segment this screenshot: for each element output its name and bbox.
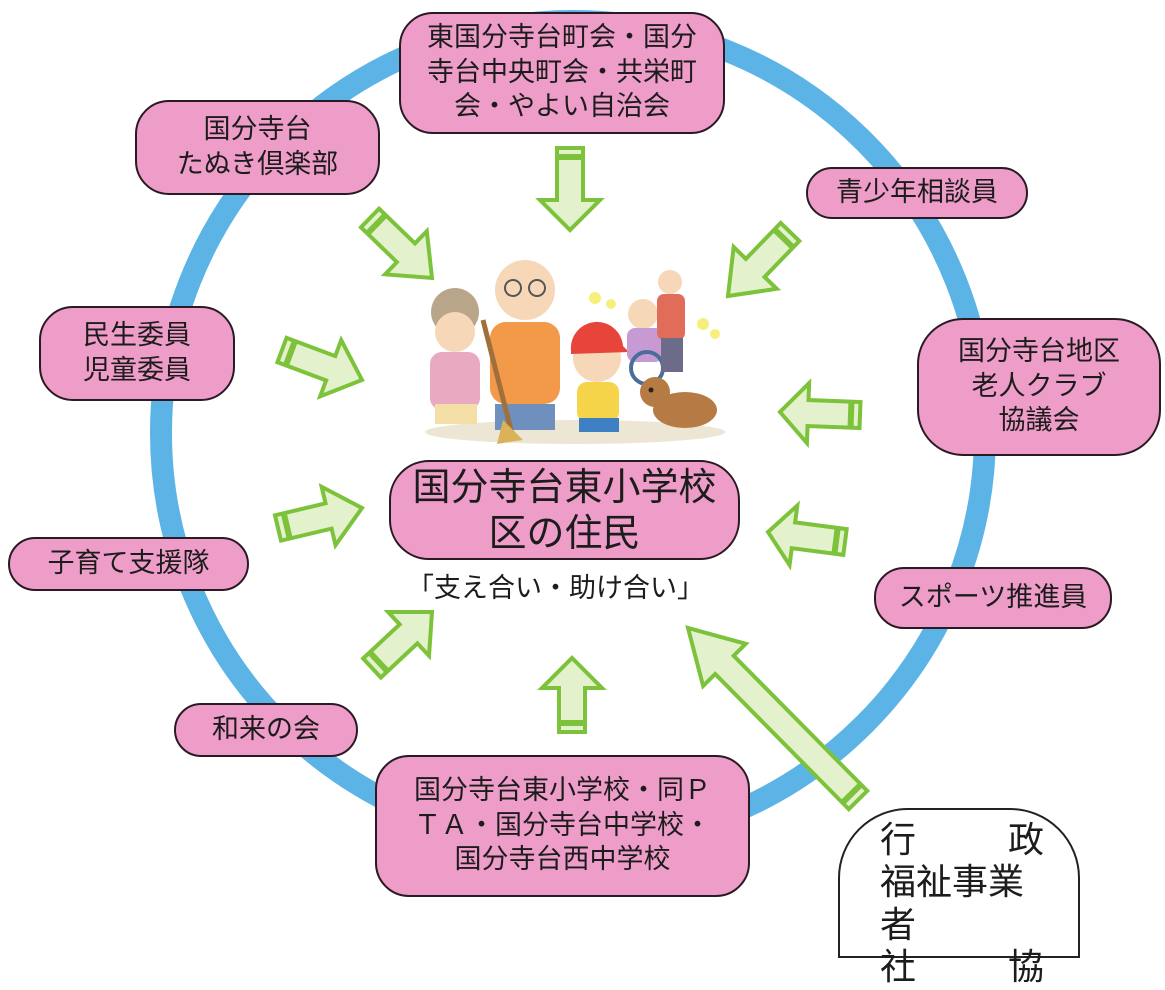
arrow-from-welfare-commissioners [274, 335, 365, 400]
arrow-from-administration-tail-band [840, 782, 864, 805]
admin-text: 協 [1007, 947, 1044, 989]
arrow-from-childcare-support-tail-band [280, 512, 293, 540]
arrow-from-tanuki-club-tail-band [365, 212, 388, 236]
node-schools: 国分寺台東小学校・同Ｐ ＴＡ・国分寺台中学校・ 国分寺台西中学校 [375, 755, 750, 897]
admin-line-1: 行 政 [880, 820, 1044, 862]
arrow-from-welfare-commissioners-shape [274, 335, 365, 400]
node-town-associations: 東国分寺台町会・国分 寺台中央町会・共栄町 会・やよい自治会 [399, 12, 725, 134]
residents-illustration [425, 260, 725, 444]
admin-text: 行 [880, 820, 917, 861]
node-youth-counselors: 青少年相談員 [806, 167, 1028, 219]
wheelchair-pair [627, 270, 685, 386]
center-node: 国分寺台東小学校 区の住民 [389, 460, 740, 560]
node-tanuki-club: 国分寺台 たぬき倶楽部 [135, 100, 380, 195]
admin-line-3: 社 協 [880, 947, 1044, 989]
node-warai-association: 和来の会 [174, 703, 358, 757]
arrow-from-senior-club [777, 378, 863, 449]
child-figure [570, 321, 629, 432]
arrow-from-town-associations-shape [535, 146, 605, 233]
arrow-from-youth-counselors-shape [725, 220, 803, 299]
arrow-from-tanuki-club [358, 205, 435, 281]
arrow-from-administration [685, 625, 871, 812]
node-welfare-commissioners: 民生委員 児童委員 [39, 306, 235, 401]
center-slogan: 「支え合い・助け合い」 [407, 573, 704, 604]
arrow-from-youth-counselors-tail-band [772, 227, 796, 250]
node-administration: 行 政 福祉事業者 社 協 [838, 808, 1080, 988]
node-senior-club-council: 国分寺台地区 老人クラブ 協議会 [917, 318, 1161, 456]
arrow-from-sports-promoters-shape [765, 500, 849, 571]
arrow-from-senior-club-shape [777, 378, 863, 449]
arrow-from-town-associations [535, 146, 605, 233]
arrow-from-warai-association-shape [360, 609, 435, 681]
grandfather-figure [480, 260, 560, 444]
flowers [589, 292, 720, 339]
admin-line-2: 福祉事業者 [880, 862, 1044, 947]
arrow-from-tanuki-club-shape [358, 205, 435, 281]
arrow-from-administration-shape [685, 625, 871, 812]
arrow-from-youth-counselors [725, 220, 803, 299]
node-childcare-support: 子育て支援隊 [8, 537, 249, 591]
arrow-from-senior-club-tail-band [847, 401, 855, 428]
grandmother-figure [430, 288, 480, 424]
node-sports-promoters: スポーツ推進員 [874, 567, 1112, 629]
arrow-from-sports-promoters-tail-band [831, 527, 841, 555]
arrow-from-schools-tail-band [559, 720, 585, 726]
arrow-from-warai-association-tail-band [367, 650, 390, 674]
admin-text: 福祉事業者 [880, 862, 1025, 946]
arrows-layer [272, 146, 871, 812]
dog-figure [640, 377, 717, 428]
arrow-from-welfare-commissioners-tail-band [283, 339, 298, 367]
arrow-from-schools [537, 655, 607, 734]
admin-text: 社 [880, 947, 917, 989]
arrow-from-town-associations-tail-band [557, 154, 583, 160]
arrow-from-childcare-support [272, 482, 365, 550]
arrow-from-sports-promoters [765, 500, 849, 571]
admin-text: 政 [1007, 820, 1044, 861]
arrow-from-warai-association [360, 609, 435, 681]
